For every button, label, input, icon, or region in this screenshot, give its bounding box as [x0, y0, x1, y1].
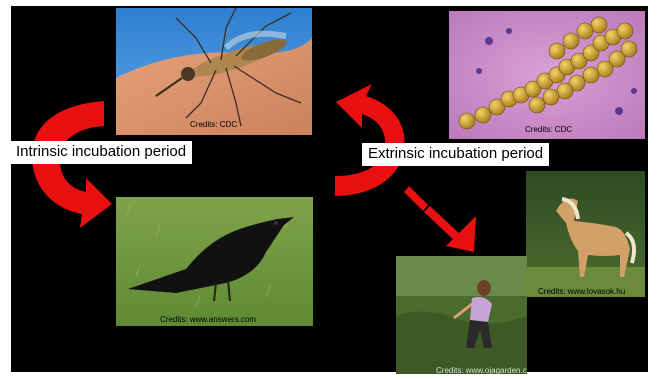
extrinsic-arrow-up: [335, 84, 405, 196]
dead-end-arrow: [404, 186, 476, 252]
intrinsic-arrow: [32, 101, 112, 228]
extrinsic-label: Extrinsic incubation period: [362, 143, 549, 166]
intrinsic-label: Intrinsic incubation period: [10, 141, 192, 164]
